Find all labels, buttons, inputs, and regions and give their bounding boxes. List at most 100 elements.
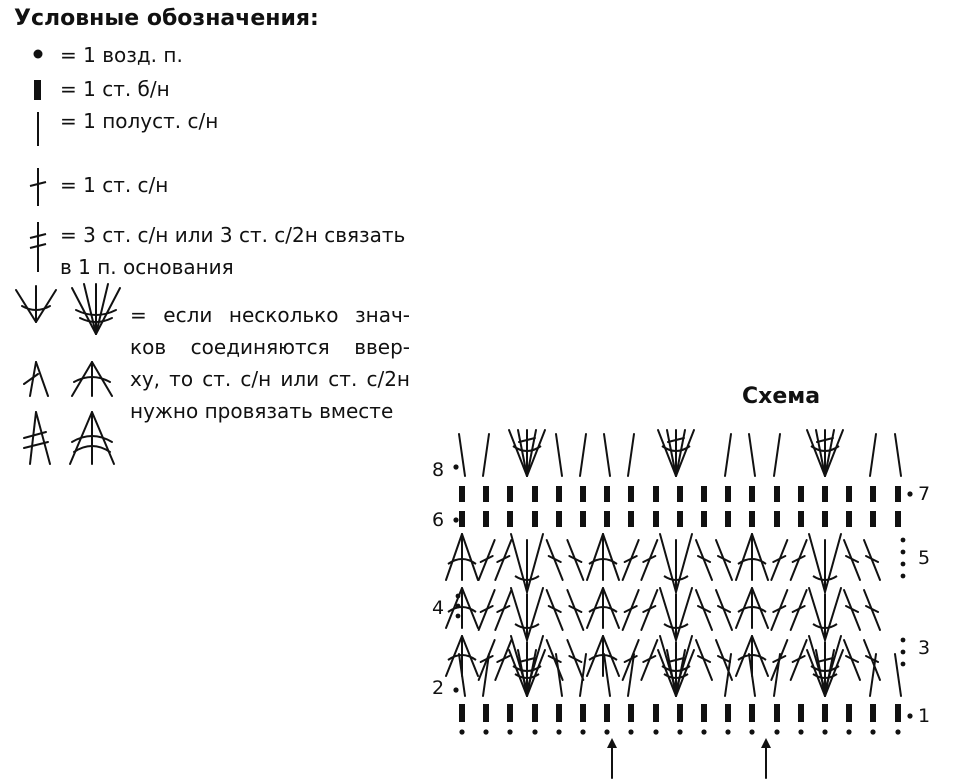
sc-bar — [459, 704, 465, 722]
slant-stitch — [482, 433, 490, 477]
chain-dot — [900, 661, 906, 667]
sc-bar — [604, 511, 610, 527]
peak-arc — [737, 654, 767, 661]
diag-crossbar — [568, 555, 583, 563]
slant-stitch — [579, 653, 587, 697]
diag-crossbar — [697, 655, 711, 663]
peak-stitch — [735, 533, 753, 581]
legend-chain-text: = 1 возд. п. — [60, 43, 183, 67]
fan-stitch — [675, 429, 695, 477]
legend-sc-text: = 1 ст. б/н — [60, 77, 170, 101]
legend-3dc-text-1: = 3 ст. с/н или 3 ст. с/2н связать — [60, 223, 406, 247]
diag-crossbar — [845, 655, 859, 663]
diag-crossbar — [568, 605, 583, 613]
diag-crossbar — [623, 555, 638, 563]
diag-crossbar — [697, 605, 711, 613]
diag-crossbar — [547, 555, 562, 563]
valley-stitch — [824, 587, 842, 641]
sc-bar — [628, 486, 634, 502]
fan-stitch — [806, 649, 826, 697]
diag-crossbar — [547, 605, 562, 613]
chain-dot — [900, 649, 906, 655]
fan-stitch — [508, 649, 528, 697]
slant-stitch — [748, 433, 756, 477]
diag-crossbar — [623, 655, 638, 663]
repeat-arrow-head — [761, 738, 771, 748]
valley-arc — [514, 673, 540, 679]
sc-bar — [604, 486, 610, 502]
sc-bar — [798, 704, 804, 722]
sc-bar — [846, 511, 852, 527]
chain-dot-icon — [33, 49, 43, 59]
chain-dot — [798, 729, 804, 735]
sc-bar — [556, 704, 562, 722]
valley-arc — [812, 623, 838, 629]
sc-bar — [653, 704, 659, 722]
sc-bar — [822, 704, 828, 722]
valley-arc — [663, 575, 689, 581]
sc-bar — [677, 704, 683, 722]
sc-bar — [532, 704, 538, 722]
sc-bar — [483, 486, 489, 502]
peak-stitch — [751, 533, 769, 581]
fan-crossbar — [667, 437, 685, 443]
diag-crossbar — [772, 655, 787, 663]
fan-stitch — [526, 429, 546, 477]
sc-bar — [870, 486, 876, 502]
slant-stitch — [894, 433, 902, 477]
sc-bar — [628, 704, 634, 722]
diag-crossbar — [479, 555, 494, 563]
chain-dot — [900, 573, 906, 579]
diag-crossbar — [496, 655, 511, 663]
chain-dot — [653, 729, 659, 735]
fan-stitch — [815, 429, 826, 477]
fan-stitch — [824, 649, 844, 697]
legend-joined-text-3: ху, то ст. с/н или ст. с/2н — [130, 367, 410, 391]
diag-crossbar — [479, 655, 494, 663]
valley-stitch — [659, 635, 677, 691]
chain-dot — [453, 464, 459, 470]
chain-dot — [846, 729, 852, 735]
diag-crossbar — [791, 655, 806, 663]
valley-stitch — [824, 533, 842, 593]
valley-arc — [663, 623, 689, 629]
peak-arc — [447, 654, 477, 661]
single-crochet-icon — [34, 80, 41, 100]
fan-stitch — [526, 649, 546, 697]
diag-crossbar — [547, 655, 562, 663]
sc-bar — [725, 486, 731, 502]
legend-title: Условные обозначения: — [14, 6, 319, 31]
peak-stitch — [602, 533, 620, 581]
chain-dot — [907, 713, 913, 719]
diag-crossbar — [496, 555, 511, 563]
row-label-8: 8 — [432, 459, 444, 481]
diag-crossbar — [845, 555, 859, 563]
scheme-title: Схема — [742, 384, 821, 409]
diag-crossbar — [865, 605, 879, 613]
slant-stitch — [627, 433, 635, 477]
peak-arc — [588, 654, 618, 661]
sc-bar — [483, 704, 489, 722]
diag-crossbar — [697, 555, 711, 563]
chain-dot — [580, 729, 586, 735]
valley-stitch — [526, 587, 544, 641]
valley-stitch — [808, 635, 826, 691]
chain-dot — [677, 729, 683, 735]
sc-bar — [701, 704, 707, 722]
sc-bar — [580, 486, 586, 502]
chain-dot — [604, 729, 610, 735]
valley-stitch — [675, 635, 693, 691]
sc-bar — [580, 704, 586, 722]
chain-dot — [822, 729, 828, 735]
chain-dot — [455, 613, 461, 619]
row-label-6: 6 — [432, 509, 444, 531]
row-label-3: 3 — [918, 637, 930, 659]
peak-arc — [588, 558, 618, 565]
slant-stitch — [869, 433, 877, 477]
chain-dot — [725, 729, 731, 735]
sc-bar — [483, 511, 489, 527]
sc-bar — [895, 511, 901, 527]
sc-bar — [701, 486, 707, 502]
chain-dot — [774, 729, 780, 735]
